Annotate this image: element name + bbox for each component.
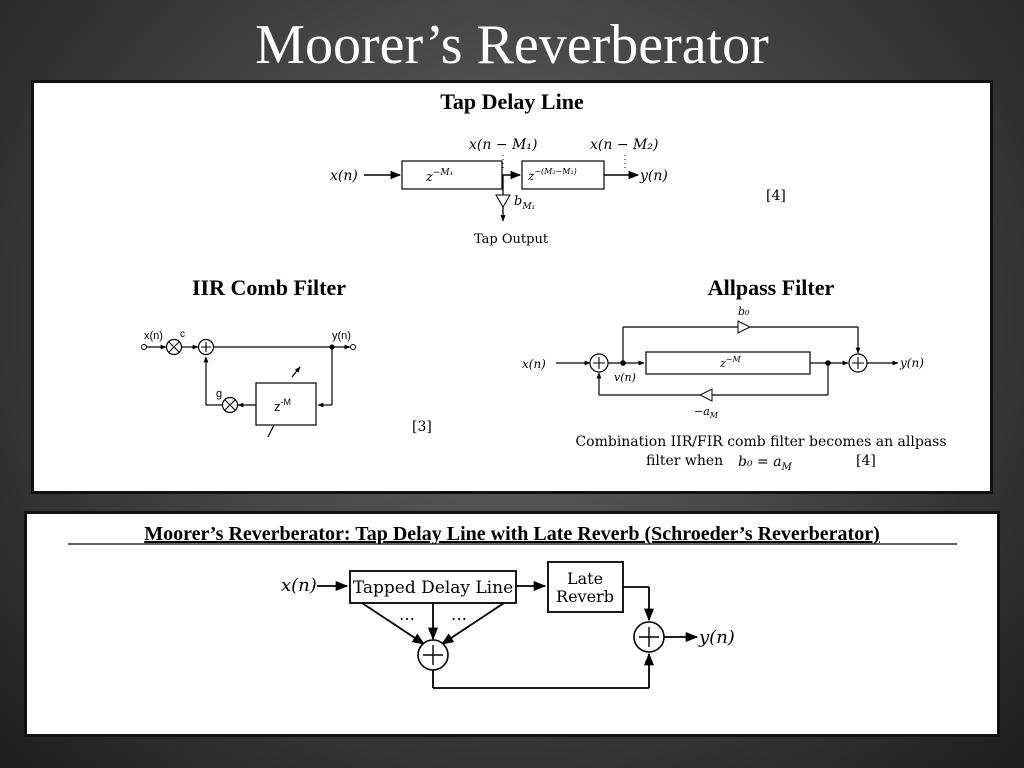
moorer-late-line2: Reverb (556, 587, 614, 606)
tdl-delay-1-label: z−M₁ (425, 168, 453, 185)
tap-delay-line-diagram: Tap Delay Line x(n) z−M₁ z−(M₂−M₁) y(n) … (330, 89, 786, 247)
ap-caption-line1: Combination IIR/FIR comb filter becomes … (575, 434, 946, 450)
moorer-output-label: y(n) (698, 627, 735, 648)
ap-ref: [4] (856, 453, 876, 469)
slide-title: Moorer’s Reverberator (255, 14, 769, 76)
tdl-input-label: x(n) (330, 168, 358, 184)
moorer-diagram: Moorer’s Reverberator: Tap Delay Line wi… (68, 523, 957, 689)
top-panel: Tap Delay Line x(n) z−M₁ z−(M₂−M₁) y(n) … (31, 80, 993, 494)
ap-caption-line2: filter when (646, 453, 723, 469)
iir-delay-label: z-M (274, 397, 291, 414)
moorer-early-adder-plus (423, 645, 443, 665)
iir-ref: [3] (412, 419, 432, 435)
iir-input-label: x(n) (144, 330, 163, 342)
moorer-dots-right: … (451, 605, 467, 624)
tdl-delay-box-2 (521, 160, 605, 190)
iir-input-gain-label: c (180, 329, 185, 340)
moorer-dots-left: … (399, 605, 415, 624)
moorer-tdl-label: Tapped Delay Line (353, 578, 513, 598)
moorer-late-box (547, 561, 624, 613)
moorer-input-label: x(n) (281, 575, 317, 596)
iir-input-terminal (141, 344, 147, 350)
iir-input-multiplier-x (168, 341, 180, 353)
tdl-output-label: y(n) (639, 168, 668, 184)
tdl-ref: [4] (766, 188, 786, 204)
ap-output-adder-plus (852, 357, 864, 369)
moorer-tdl-box (349, 570, 517, 604)
tdl-tap-output-label: Tap Output (474, 232, 549, 247)
iir-adder-plus (201, 342, 211, 352)
ap-input-label: x(n) (522, 357, 546, 371)
iir-comb-title: IIR Comb Filter (192, 275, 346, 300)
tdl-tap1-label: x(n − M₁) (469, 137, 537, 153)
bottom-panel: Moorer’s Reverberator: Tap Delay Line wi… (24, 511, 1000, 737)
top-panel-diagrams: Tap Delay Line x(n) z−M₁ z−(M₂−M₁) y(n) … (141, 89, 947, 473)
tdl-gain-label: bM₁ (514, 194, 535, 212)
iir-variable-arrow-bottom (267, 424, 275, 438)
ap-fb-gain-label: −aM (694, 405, 719, 420)
tap-delay-title: Tap Delay Line (440, 89, 584, 114)
allpass-filter-diagram: Allpass Filter x(n) v(n) z−M y(n) b₀ −aM… (522, 275, 947, 473)
iir-output-terminal (350, 344, 356, 350)
tdl-delay-2-label: z−(M₂−M₁) (527, 167, 577, 183)
moorer-late-line1: Late (567, 569, 603, 588)
tdl-gain-triangle (495, 194, 511, 208)
moorer-title: Moorer’s Reverberator: Tap Delay Line wi… (144, 523, 880, 545)
moorer-output-adder-plus (639, 627, 659, 647)
ap-ff-gain-triangle (737, 320, 752, 334)
allpass-title: Allpass Filter (708, 275, 835, 300)
iir-output-label: y(n) (332, 330, 351, 342)
ap-v-label: v(n) (614, 371, 636, 384)
iir-feedback-multiplier-x (224, 399, 236, 411)
iir-feedback-gain-label: g (216, 388, 222, 400)
ap-fb-gain-triangle (698, 388, 713, 402)
iir-delay-box (255, 382, 317, 426)
ap-ff-gain-label: b₀ (738, 305, 750, 318)
moorer-tap-left (361, 602, 426, 645)
ap-input-adder-plus (593, 357, 605, 369)
moorer-tap-right (440, 602, 505, 645)
iir-comb-filter-diagram: IIR Comb Filter x(n) c y(n) z-M g [3] (141, 275, 432, 438)
tdl-tap2-label: x(n − M₂) (590, 137, 658, 153)
ap-output-label: y(n) (899, 356, 924, 370)
ap-condition: b₀ = aM (738, 454, 793, 473)
ap-delay-label: z−M (719, 355, 742, 370)
iir-variable-arrow-top (291, 366, 301, 378)
